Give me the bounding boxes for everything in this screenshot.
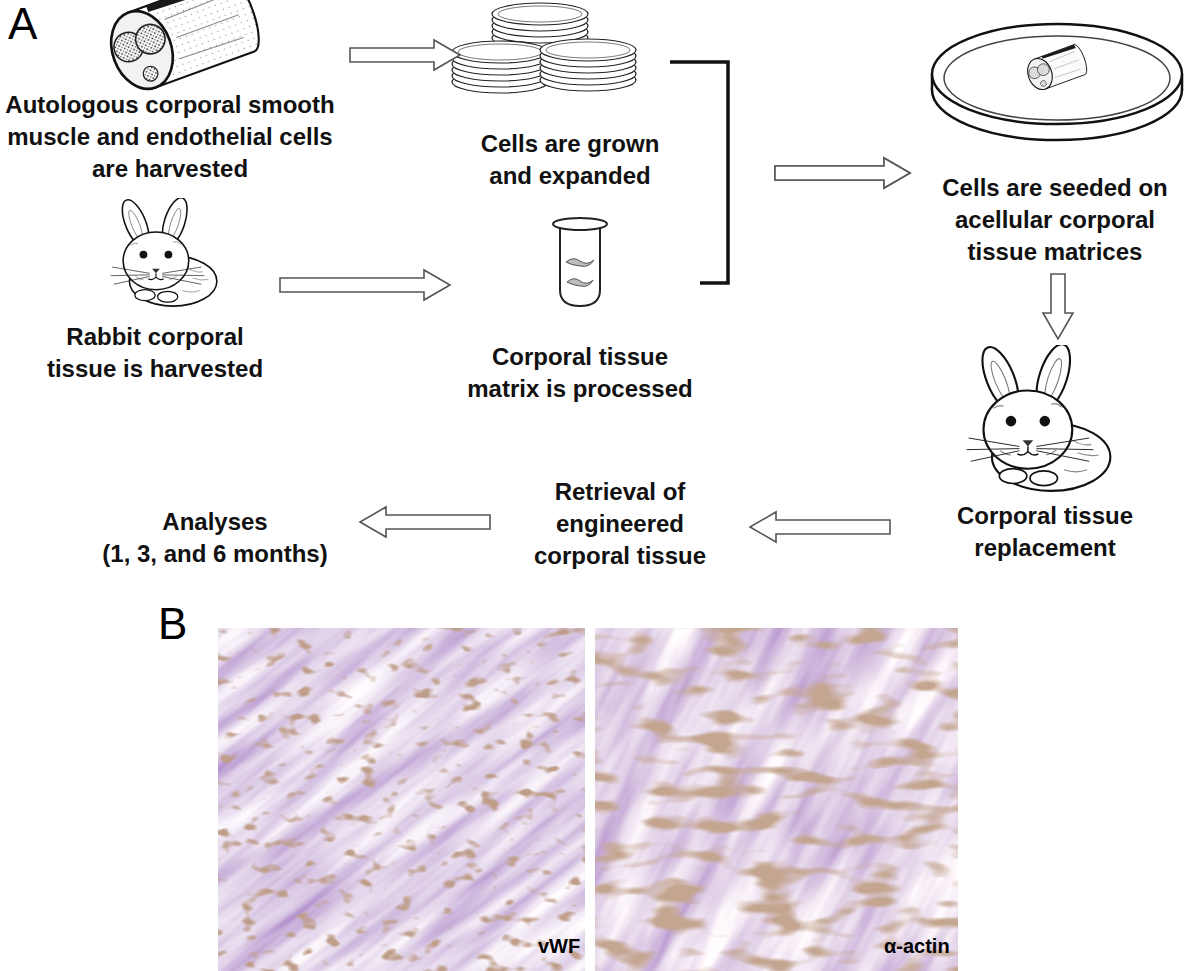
step-caption: Cells are grown and expanded [470,128,670,192]
dish-rim [932,24,1182,124]
micrograph-base [595,628,958,971]
flow-arrow [1043,274,1073,339]
step-node: Autologous corporal smooth muscle and en… [0,0,340,185]
flow-arrow [350,40,460,70]
stain-spots [218,628,585,971]
hollow-arrow [775,158,910,188]
hollow-arrow [750,512,890,542]
hollow-arrow [775,158,910,188]
stain-label: vWF [538,936,580,956]
cell-texture [595,628,958,971]
step-caption: (1, 3, and 6 months) [80,538,350,570]
step-caption: Corporal tissue replacement [900,500,1190,564]
step-caption: Autologous corporal smooth muscle and en… [0,89,340,185]
step-node: Analyses(1, 3, and 6 months) [80,506,350,570]
merge-bracket [670,62,728,173]
tube-rim [553,218,607,230]
step-caption: Corporal tissue matrix is processed [460,341,700,405]
seeded-dish [932,24,1182,140]
tissue-piece [567,279,593,287]
petri-dishes [452,3,636,93]
cell-texture [218,628,585,971]
rabbit-illustration [111,195,217,306]
step-caption: Cells are seeded on acellular corporal t… [924,172,1186,268]
micrograph [595,628,958,971]
dish-stack [452,41,548,93]
flow-arrow [700,158,910,283]
step-caption: Analyses [80,506,350,538]
hollow-arrow [360,507,490,537]
tube-body [560,226,600,306]
step-node: Cells are seeded on acellular corporal t… [924,10,1186,268]
hollow-arrow [280,270,450,300]
flow-arrow [670,62,910,188]
flow-arrow [280,270,450,300]
tissue-piece [566,259,594,267]
step-node: Cells are grown and expanded [470,0,670,192]
step-node: Corporal tissue matrix is processed [460,210,700,405]
panel-label: A [8,2,37,46]
stain-label: α-actin [884,936,950,956]
step-caption: Rabbit corporal tissue is harvested [40,321,270,385]
hollow-arrow [350,40,460,70]
step-node: Rabbit corporal tissue is harvested [40,200,270,385]
merge-bracket [700,173,728,283]
micrograph [218,628,585,971]
step-node: Retrieval of engineered corporal tissue [500,476,740,572]
step-caption: Retrieval of engineered corporal tissue [525,476,715,572]
micrograph-base [218,628,585,971]
flow-arrow [360,507,490,537]
hollow-arrow [1043,274,1073,339]
tissue-illustration [101,0,266,98]
dish-stack [540,39,636,91]
rabbit-illustration [967,340,1111,491]
dish-inner [944,36,1170,120]
flow-arrow [750,512,890,542]
step-node: Corporal tissue replacement [900,345,1190,564]
stain-spots [595,628,958,971]
panel-label: B [158,602,187,646]
tissue-illustration [1023,43,1089,93]
test-tube [553,218,607,306]
